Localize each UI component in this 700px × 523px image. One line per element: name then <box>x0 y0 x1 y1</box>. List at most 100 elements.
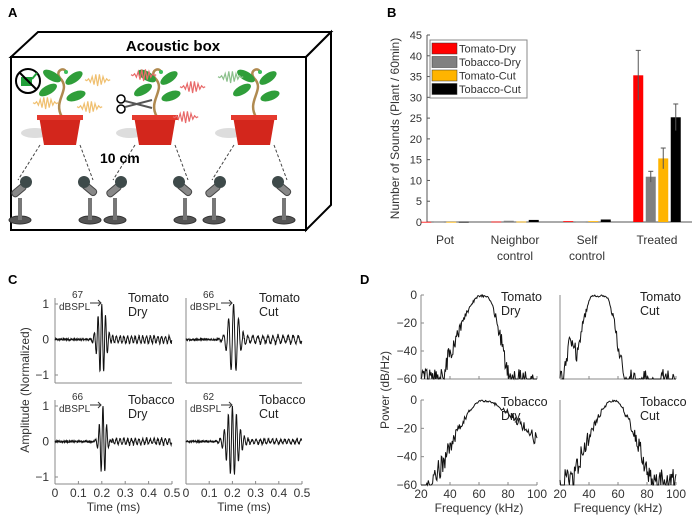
subplot-title: Tobacco <box>640 395 687 409</box>
subplot-title: Tomato <box>259 291 300 305</box>
mic-stand <box>183 198 187 220</box>
x-tick-label: 60 <box>472 487 486 501</box>
waveform-trace <box>185 303 303 371</box>
x-tick-label: 0.4 <box>140 486 157 500</box>
sound-wave-icon <box>76 101 103 114</box>
pot-rim <box>231 115 277 120</box>
sound-level-value: 66 <box>72 392 84 403</box>
subplot-title: Tomato <box>128 291 169 305</box>
subplot-title: Cut <box>640 304 660 318</box>
y-tick-label: 0 <box>410 288 417 302</box>
bar-tobacco-cut <box>528 219 539 222</box>
sound-wave-icon <box>179 81 206 94</box>
bar-tobacco-cut <box>458 221 469 223</box>
plant-leaf <box>259 71 277 85</box>
plant-icon <box>215 68 280 145</box>
plant-leaf <box>233 83 251 97</box>
plant-leaf <box>161 90 181 102</box>
sound-level-value: 66 <box>203 290 215 301</box>
mic-head <box>20 176 32 188</box>
legend-label: Tomato-Dry <box>459 44 516 56</box>
x-category-label: control <box>497 249 533 263</box>
sound-wave-icon <box>32 97 59 110</box>
y-tick-label: −40 <box>397 344 418 358</box>
bar-tomato-cut <box>446 221 457 223</box>
subplot-title: Dry <box>128 407 148 421</box>
x-tick-label: 100 <box>666 487 686 501</box>
subplot-title: Dry <box>501 304 521 318</box>
distance-line <box>17 144 41 181</box>
mic-stand <box>18 198 22 220</box>
waveform-trace <box>54 405 173 472</box>
subplot-title: Cut <box>259 305 279 319</box>
scissors-blade <box>124 99 153 108</box>
sound-wave-icon <box>130 69 157 82</box>
x-tick-label: 60 <box>611 487 625 501</box>
subplot-title: Dry <box>128 305 148 319</box>
spectrum-trace <box>420 293 537 381</box>
sound-level-unit: dBSPL <box>190 404 222 415</box>
level-arrow-head <box>228 299 233 307</box>
subplot-title: Tobacco <box>128 393 175 407</box>
legend: Tomato-DryTobacco-DryTomato-CutTobacco-C… <box>429 39 528 99</box>
mic-head <box>272 176 284 188</box>
panel-label-a: A <box>8 5 18 20</box>
pot-rim <box>37 115 83 120</box>
distance-line <box>79 144 94 181</box>
pot-rim <box>132 115 178 120</box>
x-axis-label: Frequency (kHz) <box>435 501 524 515</box>
mic-head <box>115 176 127 188</box>
plant-leaf <box>134 83 152 97</box>
waveform-trace <box>185 405 303 475</box>
legend-label: Tobacco-Cut <box>459 84 521 96</box>
x-tick-label: 0.4 <box>270 486 287 500</box>
level-arrow-head <box>228 401 233 409</box>
x-category-label: Neighbor <box>491 233 540 247</box>
sound-level-unit: dBSPL <box>190 302 222 313</box>
microphone-icon <box>202 176 226 225</box>
plant-bud <box>258 70 262 74</box>
legend-label: Tobacco-Dry <box>459 57 521 69</box>
bar-tomato-dry <box>491 221 502 223</box>
spectrum-trace <box>421 399 538 487</box>
scissors-handle <box>116 104 126 114</box>
x-tick-label: 0.2 <box>224 486 241 500</box>
x-category-label: Self <box>577 233 598 247</box>
distance-label: 10 cm <box>100 150 140 166</box>
legend-swatch <box>431 69 458 82</box>
subplot-title: Dry <box>501 409 521 423</box>
sound-wave-icon <box>217 71 244 84</box>
x-axis-label: Frequency (kHz) <box>574 501 663 515</box>
y-tick-label: 1 <box>42 297 49 311</box>
y-tick-label: −1 <box>35 470 49 484</box>
x-axis-label: Time (ms) <box>217 500 271 514</box>
y-tick-label: 5 <box>416 196 422 208</box>
x-tick-label: 20 <box>414 487 428 501</box>
legend-swatch <box>431 42 458 55</box>
bar-tomato-dry <box>421 221 432 223</box>
sound-level-value: 62 <box>203 392 215 403</box>
y-tick-label: −60 <box>397 478 418 492</box>
y-axis-label: Power (dB/Hz) <box>378 351 392 429</box>
y-tick-label: 0 <box>416 217 422 229</box>
sound-level-unit: dBSPL <box>59 404 91 415</box>
x-tick-label: 0.5 <box>164 486 181 500</box>
scissors-handle <box>116 94 126 104</box>
panel-label-c: C <box>8 272 18 287</box>
no-watering-icon <box>15 68 41 94</box>
bar-tobacco-cut <box>600 219 611 222</box>
bar-tobacco-dry <box>503 220 514 222</box>
plant-leaf <box>43 69 61 83</box>
y-tick-label: 30 <box>410 92 422 104</box>
panel-label-b: B <box>387 5 396 20</box>
y-axis-label: Number of Sounds (Plant / 60min) <box>388 38 402 219</box>
legend-label: Tomato-Cut <box>459 71 516 83</box>
y-tick-label: 20 <box>410 134 422 146</box>
